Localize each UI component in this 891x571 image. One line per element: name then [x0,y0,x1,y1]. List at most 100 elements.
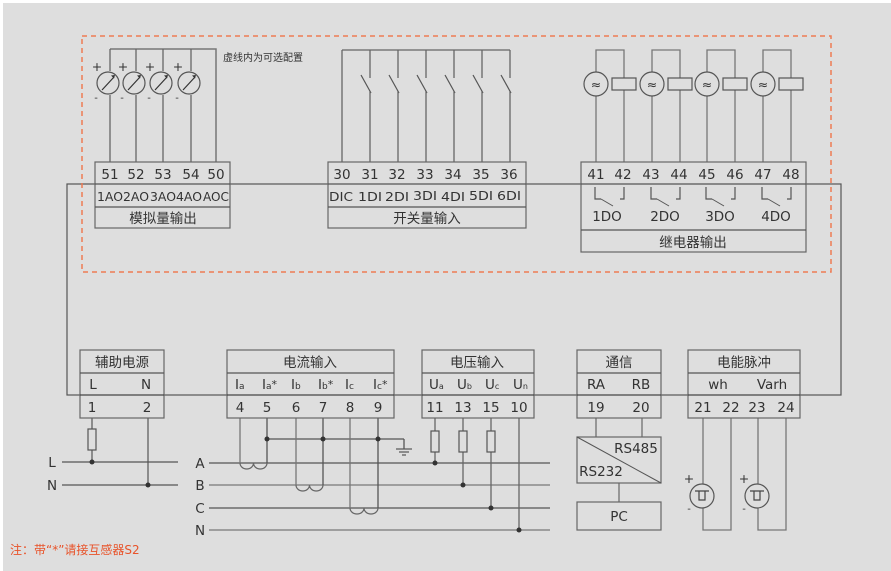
ac-source-icon [583,71,609,97]
phase-label-b: B [195,478,204,494]
relay-contact-icon [705,187,712,200]
digital-input-block: 30 31 32 33 34 35 36 DIC 1DI 2DI 3DI 4DI… [327,49,527,229]
do-label: 1DO [592,209,622,225]
di-terminal-num: 34 [444,167,461,183]
ep-terminal-block [687,349,801,419]
relay-output-block: ≈≈≈≈ 41 42 43 44 45 46 47 48 1DO 2DO 3DO… [580,49,807,253]
ep-label: wh [708,377,728,393]
pulse-counter-icon [744,483,770,509]
plus-sign: + [118,59,128,74]
ac-source-symbol: ≈ [758,77,768,92]
comm-terminal-num: 19 [587,400,604,416]
ep-label: Varh [757,377,787,393]
ac-source-icon [750,71,776,97]
ep-terminal-num: 24 [777,400,794,416]
di-label: 1DI [358,189,382,204]
aux-line-n-label: N [47,478,57,494]
converter-diagonal [576,436,662,484]
switch-contact-icon [444,74,456,94]
junction-dot [375,436,381,442]
relay-contact-icon [594,187,601,200]
current-transformer-icon [349,507,379,515]
di-terminal-num: 31 [361,167,378,183]
do-terminal-num: 47 [754,167,771,183]
ep-title: 电能脉冲 [717,355,771,371]
relay-contact-icon [761,187,768,200]
fuse-icon [87,428,97,451]
switch-contact-icon [360,74,372,94]
relay-contact-blade [767,198,781,207]
aux-label: L [89,377,97,393]
junction-dot [89,459,95,465]
relay-loop-wire [762,49,792,162]
pulse-waveform-icon [695,490,709,501]
pulse-counter-icon [689,483,715,509]
comm-title: 通信 [606,355,633,371]
pulse-waveform-icon [750,490,764,501]
do-terminal-num: 41 [587,167,604,183]
phase-label-n: N [195,523,205,539]
pulse-wire [757,418,787,531]
di-terminal-num: 33 [416,167,433,183]
vi-terminal-num: 10 [510,400,527,416]
ci-label: Ib [291,377,301,393]
di-label: 4DI [441,189,465,204]
current-transformer-icon [239,462,268,470]
relay-loop-wire [651,49,681,162]
pulse-wire [702,418,732,531]
ep-terminal-num: 22 [722,400,739,416]
switch-contact-icon [416,74,428,94]
minus-sign: - [147,93,151,104]
ao-terminal-num: 50 [207,167,224,183]
pc-box [576,501,662,531]
current-transformer-icon [295,484,324,492]
phase-label-a: A [195,456,205,472]
ci-terminal-num: 8 [346,400,355,416]
vi-terminal-num: 15 [482,400,499,416]
phase-label-c: C [195,501,204,517]
optional-config-note: 虚线内为可选配置 [223,51,303,64]
ci-terminal-block [226,349,395,419]
ac-source-symbol: ≈ [702,77,712,92]
relay-contact-icon [676,187,681,200]
ac-source-icon [639,71,665,97]
junction-dot [488,505,494,511]
do-label: 2DO [650,209,680,225]
comm-label: RB [632,377,651,393]
ao-common-wire [110,48,217,162]
plus-sign: + [173,59,183,74]
relay-contact-icon [731,187,736,200]
aux-terminal-num: 2 [143,400,152,416]
ac-source-symbol: ≈ [647,77,657,92]
comm-terminal-block [576,349,662,419]
vi-terminal-num: 13 [454,400,471,416]
di-terminal-num: 32 [388,167,405,183]
do-terminal-num: 44 [670,167,687,183]
meter-needle-arrow [164,75,168,79]
junction-dot [264,436,270,442]
converter-top-label: RS485 [614,441,658,457]
di-label: DIC [329,189,353,204]
do-terminal-block [580,161,807,253]
do-terminal-num: 45 [698,167,715,183]
ep-terminal-num: 21 [694,400,711,416]
ci-terminal-num: 7 [319,400,328,416]
ep-terminal-num: 23 [748,400,765,416]
ac-source-symbol: ≈ [591,77,601,92]
load-icon [722,77,748,91]
do-terminal-num: 43 [642,167,659,183]
aux-terminal-block [79,349,165,419]
meter-needle [182,76,196,91]
relay-contact-blade [600,198,614,207]
junction-dot [320,436,326,442]
meter-needle [101,76,115,91]
meter-needle [154,76,168,91]
di-label: 6DI [497,188,521,203]
ao-terminal-num: 52 [127,167,144,183]
ac-source-icon [694,71,720,97]
junction-dot [516,527,522,533]
footnote: 注：带“*”请接互感器S2 [10,542,140,557]
